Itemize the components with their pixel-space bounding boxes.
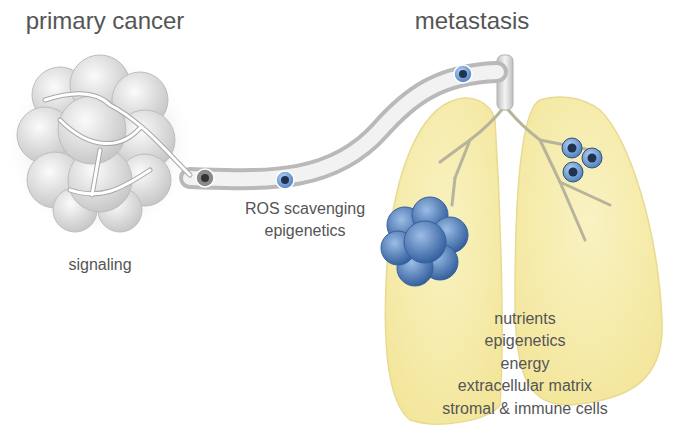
tumor-lobe [404, 221, 446, 263]
bronchus [440, 140, 470, 162]
bronchus [505, 106, 560, 182]
cell-cluster [562, 138, 602, 182]
annotation: signaling [68, 254, 131, 276]
annotation: ROS scavenging epigenetics [245, 198, 365, 243]
heading: metastasis [415, 4, 530, 38]
cell-body [582, 148, 602, 168]
blood-vessel-lumen [190, 72, 497, 179]
metastatic-tumor [381, 197, 468, 286]
tumor-cell [454, 65, 472, 83]
tumor-cell [196, 169, 214, 187]
cell-nucleus [201, 174, 209, 182]
bronchus [452, 178, 455, 205]
tumor-vessels [45, 94, 190, 195]
cell-nucleus [568, 144, 577, 153]
blood-vessel [190, 72, 497, 179]
cell-nucleus [569, 168, 578, 177]
cell-body [196, 169, 214, 187]
heading: primary cancer [26, 4, 185, 38]
bronchus [455, 106, 505, 178]
tumor-glow [5, 50, 195, 240]
cell-body [562, 138, 582, 158]
tumor-cell [276, 171, 294, 189]
vessel-outline [45, 94, 190, 195]
bronchus [560, 182, 610, 205]
cell-body [563, 162, 583, 182]
vessel [45, 94, 190, 195]
bronchi [440, 106, 610, 240]
cell-nucleus [459, 70, 467, 78]
cell-nucleus [588, 154, 597, 163]
cell-body [454, 65, 472, 83]
cell-body [276, 171, 294, 189]
cell-nucleus [281, 176, 289, 184]
annotation: nutrients epigenetics energy extracellul… [442, 308, 607, 420]
